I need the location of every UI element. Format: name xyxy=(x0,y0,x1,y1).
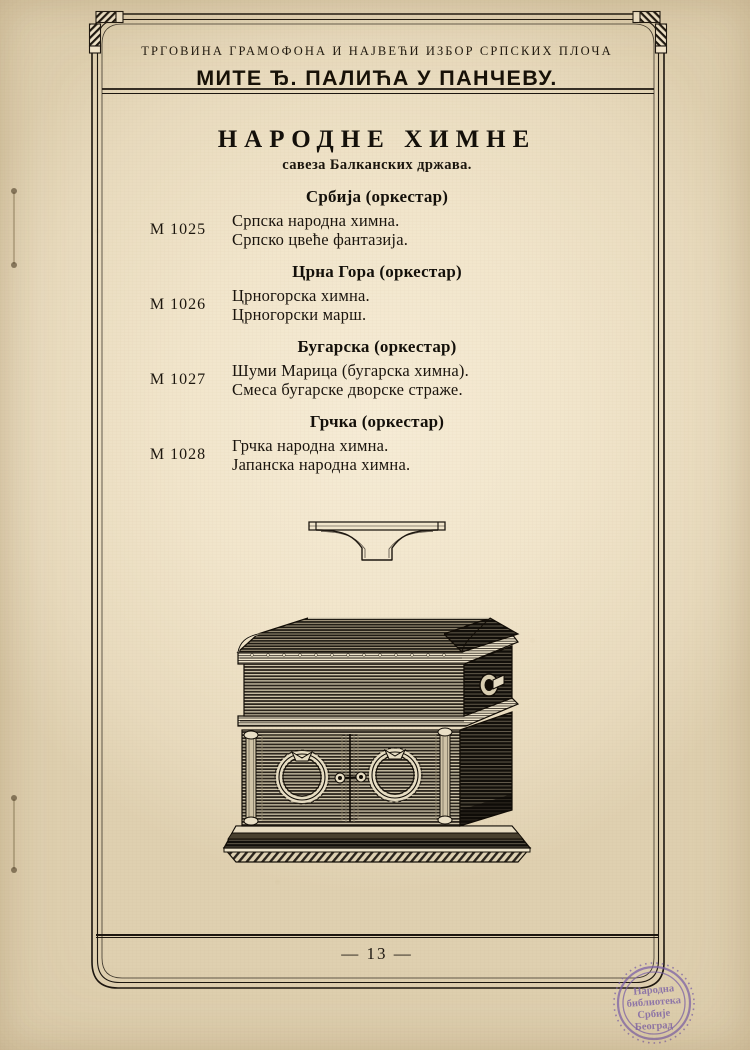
section-heading-bugarska: Бугарска (оркестар) xyxy=(297,337,457,356)
section-heading-srbija: Србија (оркестар) xyxy=(305,187,449,206)
record-code: М 1025 xyxy=(149,221,207,238)
record-track-list: Шуми Марица (бугарска химна). Смеса буга… xyxy=(226,361,658,399)
record-code: М 1028 xyxy=(149,446,207,463)
catalog-entry: М 1028 Грчка народна химна. Јапанска нар… xyxy=(96,436,658,474)
record-track-list: Грчка народна химна. Јапанска народна хи… xyxy=(226,436,658,474)
track-title: Српска народна химна. xyxy=(232,211,400,230)
section-heading-grcka: Грчка (оркестар) xyxy=(309,412,445,431)
page-number: — 13 — xyxy=(341,944,413,963)
catalog-listing: НАРОДНЕ ХИМНЕ савеза Балканских држава. … xyxy=(96,126,658,870)
catalog-entry: М 1026 Црногорска химна. Црногорски марш… xyxy=(96,286,658,324)
track-title: Српско цвеће фантазија. xyxy=(232,230,409,249)
record-track-list: Српска народна химна. Српско цвеће фанта… xyxy=(226,211,658,249)
track-title: Црногорска химна. xyxy=(232,286,370,305)
catalog-title: НАРОДНЕ ХИМНЕ xyxy=(217,126,537,153)
track-title: Смеса бугарске дворске страже. xyxy=(232,380,463,399)
record-code: М 1027 xyxy=(149,371,207,388)
record-track-list: Црногорска химна. Црногорски марш. xyxy=(226,286,658,324)
shop-tagline: ТРГОВИНА ГРАМОФОНА И НАЈВЕЋИ ИЗБОР СРПСК… xyxy=(141,44,613,58)
page-content: ТРГОВИНА ГРАМОФОНА И НАЈВЕЋИ ИЗБОР СРПСК… xyxy=(96,22,658,980)
track-title: Грчка народна химна. xyxy=(232,436,389,455)
catalog-entry: М 1027 Шуми Марица (бугарска химна). Сме… xyxy=(96,361,658,399)
track-title: Шуми Марица (бугарска химна). xyxy=(232,361,469,380)
track-title: Јапанска народна химна. xyxy=(232,455,411,474)
section-heading-crna-gora: Црна Гора (оркестар) xyxy=(292,262,462,281)
catalog-entry: М 1025 Српска народна химна. Српско цвећ… xyxy=(96,211,658,249)
shop-header: ТРГОВИНА ГРАМОФОНА И НАЈВЕЋИ ИЗБОР СРПСК… xyxy=(96,44,658,91)
ornament-divider xyxy=(96,516,658,564)
record-code: М 1026 xyxy=(149,296,207,313)
gramophone-cabinet-illustration xyxy=(96,612,658,870)
shop-name: МИТЕ Ђ. ПАЛИЋА У ПАНЧЕВУ. xyxy=(196,66,558,90)
track-title: Црногорски марш. xyxy=(232,305,367,324)
footer-rule xyxy=(96,934,658,939)
catalog-subtitle: савеза Балканских држава. xyxy=(282,157,472,173)
